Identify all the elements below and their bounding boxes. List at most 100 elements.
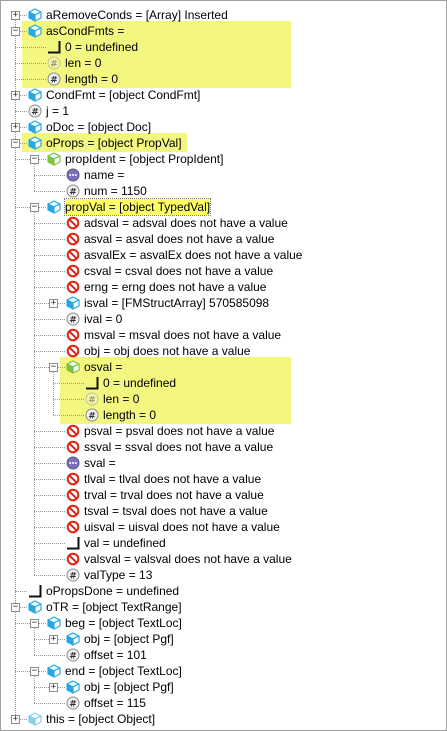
tree-guide-line — [34, 319, 65, 320]
tree-node[interactable]: val = undefined — [66, 535, 166, 551]
expand-toggle[interactable]: + — [11, 90, 20, 100]
tree-node[interactable]: #len = 0 — [47, 55, 101, 71]
number-icon: # — [28, 104, 42, 118]
tree-node-label: asval = asval does not have a value — [84, 232, 275, 246]
tree-node-label: valsval = valsval does not have a value — [84, 552, 292, 566]
tree-guide-line — [15, 95, 27, 96]
tree-guide-line — [34, 351, 65, 352]
tree-node[interactable]: osval = — [66, 359, 122, 375]
tree-node[interactable]: tlval = tlval does not have a value — [66, 471, 261, 487]
no-value-icon — [66, 424, 80, 438]
tree-node[interactable]: valsval = valsval does not have a value — [66, 551, 292, 567]
tree-node-label: length = 0 — [103, 408, 157, 422]
undefined-icon — [66, 536, 80, 550]
expand-toggle[interactable]: + — [11, 122, 20, 132]
no-value-icon — [66, 344, 80, 358]
number-icon: # — [47, 72, 61, 86]
tree-node[interactable]: #offset = 115 — [66, 695, 146, 711]
tree-node-label: adsval = adsval does not have a value — [84, 216, 288, 230]
tree-node-label: len = 0 — [65, 56, 102, 70]
no-value-icon — [66, 520, 80, 534]
collapse-toggle[interactable]: − — [30, 666, 39, 676]
tree-node[interactable]: 0 = undefined — [47, 39, 138, 55]
tree-node[interactable]: propIdent = [object PropIdent] — [47, 151, 223, 167]
tree-node[interactable]: name = — [66, 167, 124, 183]
cube-icon — [47, 200, 61, 214]
collapse-toggle[interactable]: − — [30, 154, 39, 164]
tree-node[interactable]: # length = 0 — [85, 407, 156, 423]
collapse-toggle[interactable]: − — [11, 26, 20, 36]
cube-icon — [28, 24, 42, 38]
tree-guide-line — [34, 239, 65, 240]
tree-node[interactable]: erng = erng does not have a value — [66, 279, 266, 295]
tree-node[interactable]: #num = 1150 — [66, 183, 147, 199]
collapse-toggle[interactable]: − — [30, 618, 39, 628]
cube-icon — [66, 680, 80, 694]
tree-node[interactable]: oProps = [object PropVal] — [28, 135, 182, 151]
tree-node-label: beg = [object TextLoc] — [65, 616, 182, 630]
no-value-icon — [66, 488, 80, 502]
expand-toggle[interactable]: + — [49, 682, 58, 692]
tree-node[interactable]: end = [object TextLoc] — [47, 663, 182, 679]
collapse-toggle[interactable]: − — [30, 202, 39, 212]
tree-guide-line — [15, 591, 27, 592]
tree-node[interactable]: oPropsDone = undefined — [28, 583, 179, 599]
tree-node-label: offset = 115 — [84, 696, 146, 710]
tree-node[interactable]: trval = trval does not have a value — [66, 487, 264, 503]
tree-node[interactable]: tsval = tsval does not have a value — [66, 503, 268, 519]
tree-node[interactable]: isval = [FMStructArray] 570585098 — [66, 295, 269, 311]
tree-node[interactable]: #ival = 0 — [66, 311, 122, 327]
tree-node[interactable]: obj = obj does not have a value — [66, 343, 250, 359]
tree-node[interactable]: uisval = uisval does not have a value — [66, 519, 280, 535]
number-icon: # — [66, 184, 80, 198]
tree-node[interactable]: this = [object Object] — [28, 711, 155, 727]
tree-node[interactable]: 0 = undefined — [85, 375, 176, 391]
tree-node-label: length = 0 — [65, 72, 119, 86]
collapse-toggle[interactable]: − — [11, 138, 20, 148]
collapse-toggle[interactable]: − — [11, 602, 20, 612]
tree-node[interactable]: propVal = [object TypedVal] — [47, 198, 212, 216]
tree-node[interactable]: beg = [object TextLoc] — [47, 615, 182, 631]
cube-icon — [28, 8, 42, 22]
tree-node[interactable]: CondFmt = [object CondFmt] — [28, 87, 200, 103]
cube-icon — [47, 616, 61, 630]
expand-toggle[interactable]: + — [11, 714, 20, 724]
tree-node[interactable]: oTR = [object TextRange] — [28, 599, 182, 615]
collapse-toggle[interactable]: − — [49, 362, 58, 372]
cube-icon — [28, 136, 42, 150]
cube-icon — [66, 632, 80, 646]
expand-toggle[interactable]: + — [49, 634, 58, 644]
tree-node[interactable]: # length = 0 — [47, 71, 118, 87]
tree-guide-line — [34, 543, 65, 544]
tree-node[interactable]: asvalEx = asvalEx does not have a value — [66, 247, 302, 263]
tree-node[interactable]: obj = [object Pgf] — [66, 679, 174, 695]
tree-node[interactable]: asCondFmts = — [28, 23, 124, 39]
tree-node[interactable]: asval = asval does not have a value — [66, 231, 274, 247]
tree-node[interactable]: obj = [object Pgf] — [66, 631, 174, 647]
number-icon: # — [66, 568, 80, 582]
tree-guide-line — [53, 399, 84, 400]
highlight-band — [22, 21, 291, 88]
tree-node[interactable]: psval = psval does not have a value — [66, 423, 274, 439]
expand-toggle[interactable]: + — [11, 10, 20, 20]
svg-text:#: # — [69, 572, 77, 582]
tree-node[interactable]: #valType = 13 — [66, 567, 152, 583]
tree-node[interactable]: #len = 0 — [85, 391, 139, 407]
number-icon: # — [85, 408, 99, 422]
cube-icon — [28, 120, 42, 134]
tree-node[interactable]: msval = msval does not have a value — [66, 327, 281, 343]
tree-node[interactable]: #j = 1 — [28, 103, 69, 119]
tree-guide-line — [15, 111, 27, 112]
tree-guide-line — [15, 15, 16, 719]
tree-node[interactable]: oDoc = [object Doc] — [28, 119, 151, 135]
tree-node-label: end = [object TextLoc] — [65, 664, 182, 678]
tree-node[interactable]: csval = csval does not have a value — [66, 263, 273, 279]
tree-guide-line — [34, 527, 65, 528]
tree-node[interactable]: ssval = ssval does not have a value — [66, 439, 273, 455]
tree-node[interactable]: aRemoveConds = [Array] Inserted — [28, 7, 228, 23]
expand-toggle[interactable]: + — [49, 298, 58, 308]
tree-node[interactable]: adsval = adsval does not have a value — [66, 215, 288, 231]
tree-node[interactable]: sval = — [66, 455, 116, 471]
tree-node[interactable]: #offset = 101 — [66, 647, 147, 663]
